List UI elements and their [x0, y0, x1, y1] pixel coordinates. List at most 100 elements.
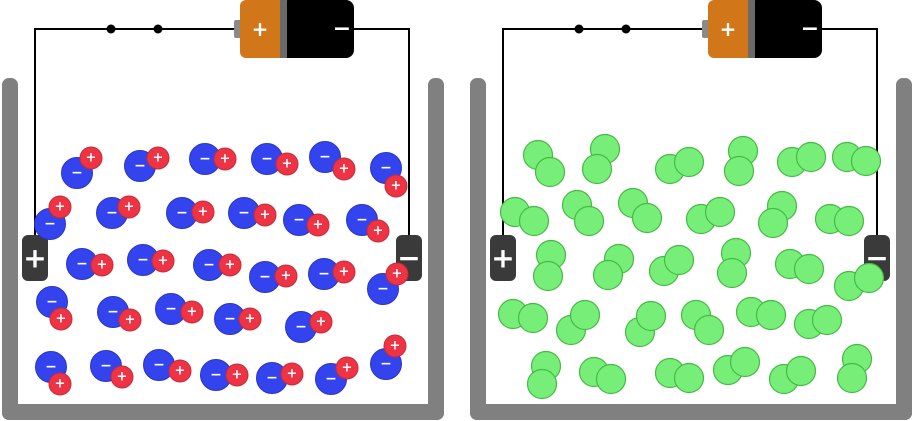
battery-positive-label: +: [720, 17, 737, 41]
minus-charge-icon: −: [356, 212, 368, 228]
nonpolar-molecule-icon: [735, 296, 787, 331]
nonpolar-molecule-icon: [774, 248, 825, 285]
battery-icon: [702, 0, 822, 58]
battery-negative-label: −: [333, 17, 351, 42]
polar-molecule-icon: −+: [61, 146, 103, 189]
nonpolar-molecule-icon: [831, 141, 882, 177]
circuit-wire-right: [502, 24, 878, 236]
minus-charge-icon: −: [380, 356, 392, 372]
polar-molecule-icon: −+: [283, 204, 330, 237]
polar-molecule-icon: −+: [35, 351, 72, 396]
plus-charge-icon: +: [342, 361, 353, 376]
battery-left: + −: [234, 0, 354, 58]
battery-positive-label: +: [252, 17, 269, 41]
plus-charge-icon: +: [153, 151, 164, 166]
plus-charge-icon: +: [313, 218, 324, 233]
polar-molecule-icon: −+: [308, 258, 356, 290]
plus-charge-icon: +: [260, 208, 271, 223]
battery-negative-label: −: [801, 17, 819, 42]
plus-charge-icon: +: [55, 377, 66, 392]
nonpolar-molecule-icon: [654, 357, 705, 394]
nonpolar-molecule-icon: [555, 299, 601, 346]
nonpolar-molecule-icon: [578, 356, 627, 395]
circuit-node-icon: [106, 24, 116, 34]
polar-molecules: −+−+−+−+−+−+−+−+−+−+−+−+−+−+−+−+−+−+−+−+…: [34, 141, 409, 396]
polar-molecule-icon: −+: [370, 334, 407, 380]
nonpolar-molecule-icon: [561, 189, 605, 237]
polar-molecule-icon: −+: [66, 248, 114, 280]
plus-charge-icon: +: [125, 313, 136, 328]
polar-molecule-icon: −+: [143, 349, 192, 383]
polar-molecule-icon: −+: [96, 195, 141, 229]
polar-molecule-icon: −+: [228, 197, 277, 229]
plus-charge-icon: +: [55, 200, 66, 215]
nonpolar-molecule-icon: [712, 346, 761, 386]
polar-molecule-icon: −+: [214, 303, 262, 335]
minus-charge-icon: −: [259, 269, 271, 285]
plus-charge-icon: +: [97, 258, 108, 273]
circuit-node-icon: [621, 24, 631, 34]
polar-molecule-icon: −+: [249, 261, 298, 293]
nonpolar-molecule-icon: [522, 139, 566, 188]
minus-charge-icon: −: [100, 358, 112, 374]
polar-molecule-icon: −+: [370, 152, 408, 198]
minus-charge-icon: −: [203, 257, 215, 273]
nonpolar-molecule-icon: [581, 133, 621, 185]
nonpolar-molecule-icon: [680, 299, 725, 346]
plus-charge-icon: +: [56, 312, 67, 327]
plus-charge-icon: +: [373, 224, 384, 239]
circuit-wire-left: [34, 24, 410, 236]
polar-molecule-icon: −+: [251, 143, 299, 176]
plus-charge-icon: +: [339, 265, 350, 280]
minus-charge-icon: −: [137, 252, 149, 268]
minus-charge-icon: −: [318, 266, 330, 282]
nonpolar-molecule-icon: [654, 146, 705, 185]
circuit-node-icon: [153, 24, 163, 34]
polar-molecule-icon: −+: [155, 293, 204, 325]
plus-charge-icon: +: [391, 179, 402, 194]
plus-charge-icon: +: [175, 364, 186, 379]
nonpolar-molecule-icon: [526, 350, 562, 400]
plus-charge-icon: +: [282, 157, 293, 172]
plus-charge-icon: +: [124, 200, 135, 215]
battery-icon: [234, 0, 354, 58]
minus-charge-icon: −: [134, 158, 146, 174]
polar-molecule-icon: −+: [34, 195, 72, 240]
plus-charge-icon: +: [117, 370, 128, 385]
minus-charge-icon: −: [107, 304, 119, 320]
minus-charge-icon: −: [224, 311, 236, 327]
plus-charge-icon: +: [281, 269, 292, 284]
nonpolar-molecule-icon: [776, 141, 827, 178]
nonpolar-molecules: [497, 133, 885, 400]
nonpolar-molecule-icon: [617, 187, 663, 234]
minus-charge-icon: −: [44, 216, 56, 232]
electrode-positive-label: +: [491, 242, 514, 275]
minus-charge-icon: −: [325, 371, 337, 387]
minus-charge-icon: −: [71, 165, 83, 181]
nonpolar-molecule-icon: [768, 355, 817, 395]
minus-charge-icon: −: [266, 370, 278, 386]
plus-charge-icon: +: [158, 254, 169, 269]
electrode-left-positive: +: [490, 235, 516, 281]
electrode-positive-label: +: [23, 242, 46, 275]
minus-charge-icon: −: [76, 256, 88, 272]
minus-charge-icon: −: [238, 205, 250, 221]
electrode-left-positive: +: [22, 235, 48, 281]
polar-molecule-icon: −+: [285, 310, 333, 343]
polar-molecule-icon: −+: [90, 350, 134, 389]
nonpolar-molecule-icon: [532, 239, 567, 292]
nonpolar-molecule-icon: [685, 196, 736, 235]
panel-polar: + − + − −+−+−+−+−+−+−+−+−+−+−+−+−+−+−+−+…: [2, 0, 444, 420]
minus-charge-icon: −: [45, 359, 57, 375]
polar-molecule-icon: −+: [256, 362, 304, 394]
nonpolar-molecule-icon: [592, 243, 635, 291]
nonpolar-molecule-icon: [793, 304, 843, 340]
polar-molecule-icon: −+: [315, 356, 359, 395]
plus-charge-icon: +: [187, 305, 198, 320]
nonpolar-molecule-icon: [499, 196, 550, 237]
nonpolar-molecule-icon: [716, 237, 752, 289]
minus-charge-icon: −: [293, 212, 305, 228]
polar-molecule-icon: −+: [124, 146, 170, 182]
minus-charge-icon: −: [261, 151, 273, 167]
plus-charge-icon: +: [287, 367, 298, 382]
